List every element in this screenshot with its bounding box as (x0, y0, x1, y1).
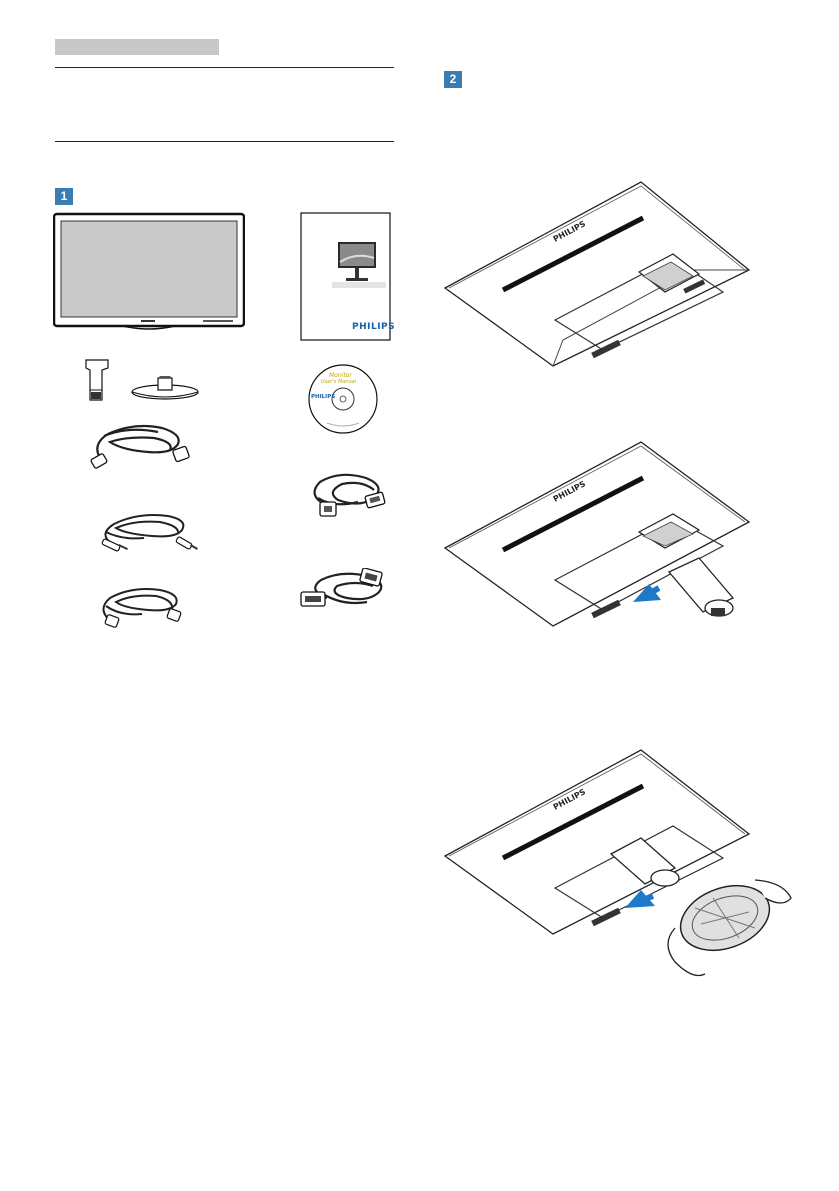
booklet-brand: PHILIPS (352, 322, 396, 332)
vga-cable-icon (300, 470, 392, 520)
bottom-rule (55, 141, 394, 142)
step-1-badge: 1 (55, 188, 73, 205)
hdmi-cable-icon (92, 584, 188, 630)
step-2-label: 2 (449, 72, 457, 86)
dvi-cable-icon (297, 568, 395, 614)
audio-cable-icon (92, 506, 200, 558)
attach-column-icon: PHILIPS (443, 440, 755, 652)
step-1-label: 1 (60, 189, 68, 203)
stand-base-icon (130, 372, 200, 402)
cd-subtitle: User's Manual (321, 379, 357, 385)
booklet-icon: PHILIPS (300, 212, 396, 342)
attach-base-icon: PHILIPS (443, 748, 795, 988)
monitor-icon (53, 212, 245, 330)
section-heading-bar (55, 39, 219, 55)
cd-title: Monitor (329, 372, 352, 379)
cd-icon: Monitor User's Manual PHILIPS (307, 363, 379, 435)
step-2-badge: 2 (444, 71, 462, 88)
monitor-back-icon: PHILIPS (443, 180, 755, 370)
cd-brand: PHILIPS (311, 394, 336, 400)
stand-column-icon (84, 356, 110, 402)
top-rule (55, 67, 394, 68)
power-cord-icon (88, 420, 192, 470)
